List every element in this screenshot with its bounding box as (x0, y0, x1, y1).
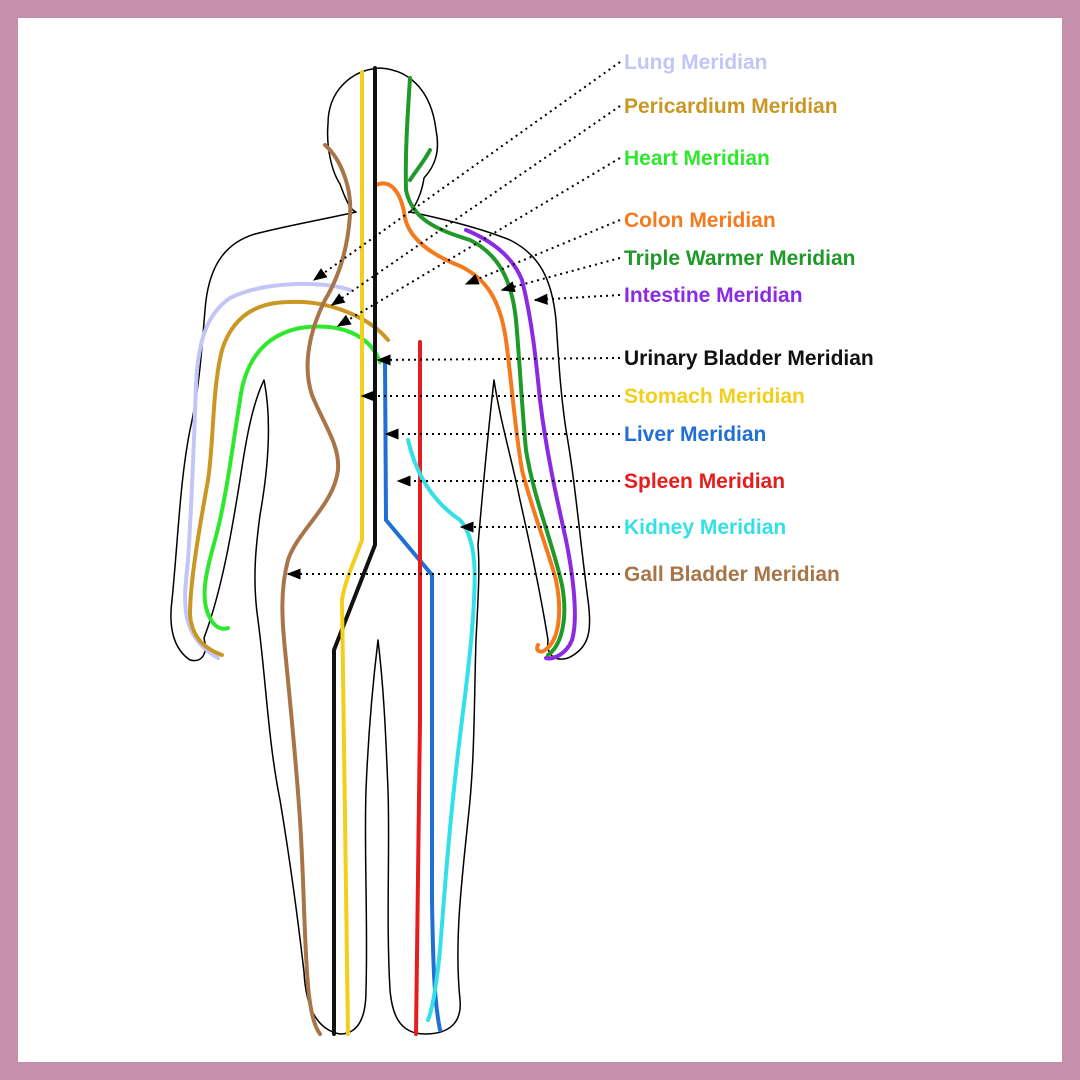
label-intestine: Intestine Meridian (624, 284, 803, 307)
meridian-line-liver (383, 358, 442, 1032)
meridian-line-pericardium (187, 299, 390, 657)
leader-line-urinary-bladder (376, 354, 621, 366)
label-heart: Heart Meridian (624, 147, 770, 170)
label-liver: Liver Meridian (624, 423, 767, 446)
leader-line-triple-warmer (500, 257, 621, 293)
leader-line-lung (312, 61, 621, 281)
body-outline (170, 67, 591, 1035)
leader-line-heart (336, 157, 621, 327)
label-gall-bladder: Gall Bladder Meridian (624, 563, 840, 586)
leader-line-pericardium (330, 105, 621, 306)
leader-line-intestine (533, 293, 621, 305)
meridian-line-stomach (339, 70, 364, 1036)
label-colon: Colon Meridian (624, 209, 776, 232)
diagram-panel (18, 18, 1062, 1062)
meridian-line-colon (374, 181, 562, 654)
leader-lines (286, 61, 621, 580)
meridian-line-triple-warmer (403, 76, 567, 657)
leader-line-colon (464, 219, 621, 285)
label-lung: Lung Meridian (624, 51, 768, 74)
meridian-line-lung (183, 281, 352, 660)
meridian-line-spleen (414, 340, 422, 1036)
meridian-line-urinary-bladder (332, 66, 377, 1036)
label-urinary-bladder: Urinary Bladder Meridian (624, 347, 874, 370)
meridian-line-triple-warmer-head (408, 148, 432, 182)
meridian-line-intestine (464, 228, 577, 661)
label-spleen: Spleen Meridian (624, 470, 786, 493)
meridian-line-gall-bladder (280, 143, 353, 1036)
label-kidney: Kidney Meridian (624, 516, 787, 539)
label-pericardium: Pericardium Meridian (624, 95, 838, 118)
meridian-line-kidney (406, 438, 477, 1022)
meridian-line-heart (202, 324, 382, 631)
label-stomach: Stomach Meridian (624, 385, 805, 408)
label-triple-warmer: Triple Warmer Meridian (624, 247, 856, 270)
